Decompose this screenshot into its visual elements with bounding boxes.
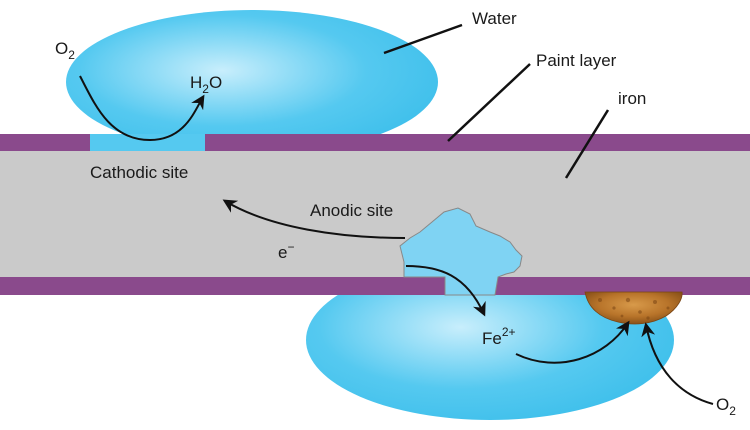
top-water-droplet bbox=[66, 10, 438, 154]
anodic-site-label: Anodic site bbox=[310, 201, 393, 220]
iron-label: iron bbox=[618, 89, 646, 108]
cathodic-gap-water bbox=[90, 134, 205, 151]
paint-layer-label: Paint layer bbox=[536, 51, 617, 70]
iron-dissolution-arrow bbox=[405, 265, 486, 317]
rust-texture bbox=[598, 297, 670, 320]
electron-symbol: e− bbox=[278, 240, 294, 262]
paint-layer-leader-line bbox=[447, 63, 531, 142]
water-formula: H2O bbox=[190, 73, 222, 96]
iron-leader-line bbox=[564, 109, 610, 179]
oxygen-to-water-arrow bbox=[79, 75, 205, 142]
water-leader-line bbox=[383, 23, 463, 55]
top-paint-layer-right bbox=[205, 134, 750, 151]
oxygen-to-rust-arrow bbox=[641, 322, 714, 405]
water-label: Water bbox=[472, 9, 517, 28]
anodic-pit bbox=[399, 207, 523, 296]
ferrous-to-rust-arrow bbox=[515, 320, 630, 364]
cathodic-site-label: Cathodic site bbox=[90, 163, 188, 182]
bottom-paint-layer-left bbox=[0, 277, 445, 295]
oxygen-formula-bottom: O2 bbox=[716, 395, 736, 418]
ferrous-ion-formula: Fe2+ bbox=[482, 325, 516, 348]
oxygen-formula-top: O2 bbox=[55, 39, 75, 62]
bottom-paint-layer-right bbox=[495, 277, 750, 295]
bottom-water-droplet bbox=[306, 260, 674, 420]
electron-flow-arrow bbox=[222, 199, 406, 239]
top-paint-layer-left bbox=[0, 134, 90, 151]
iron-bar bbox=[0, 150, 750, 278]
